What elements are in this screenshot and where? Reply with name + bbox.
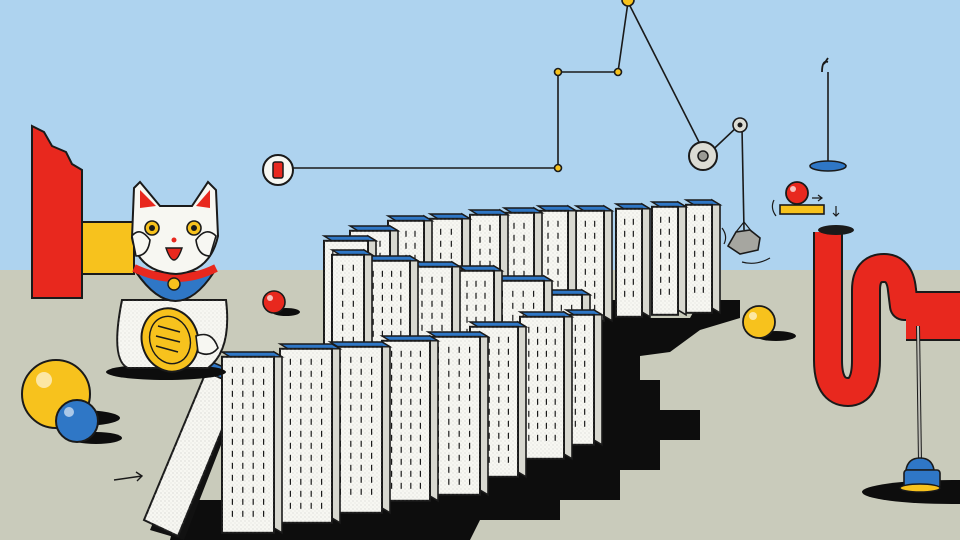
- domino-building-icon: [517, 310, 575, 461]
- pipe-icon: [813, 225, 960, 504]
- ball-icon: [21, 359, 122, 444]
- broken-wall-icon: [31, 124, 135, 299]
- lucky-cat-icon: [106, 180, 229, 380]
- small-yellow-ball-icon: [742, 305, 796, 341]
- hook-dish-icon: [809, 57, 847, 172]
- domino-chain: [219, 198, 723, 535]
- domino-building-icon: [649, 200, 689, 317]
- wheel-icon: [262, 154, 294, 186]
- domino-building-icon: [277, 342, 343, 525]
- domino-building-icon: [613, 202, 653, 319]
- arrow-icon: [113, 471, 144, 482]
- domino-building-icon: [683, 198, 723, 315]
- pulley-icon: [688, 117, 748, 171]
- lever-icon: [771, 181, 840, 217]
- pulley-system: [278, 0, 745, 231]
- domino-building-icon: [219, 350, 285, 535]
- small-red-ball-icon: [262, 290, 300, 316]
- rock-icon: [721, 221, 771, 264]
